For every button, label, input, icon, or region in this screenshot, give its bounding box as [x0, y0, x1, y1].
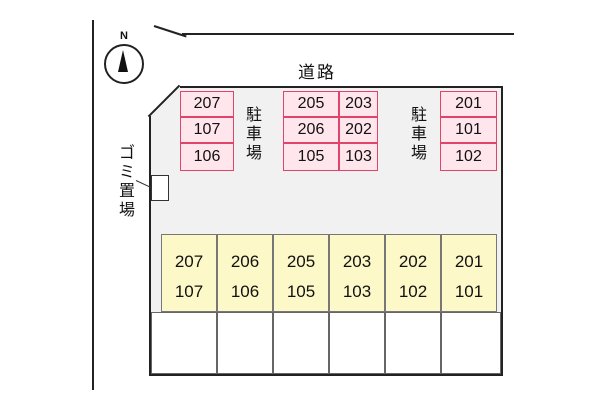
unit-lower-number: 106: [230, 282, 260, 301]
balcony-2: [217, 312, 273, 374]
parking-space-right-1: 201: [440, 91, 497, 117]
parking-space-center-2a: 206: [283, 117, 339, 143]
site-edge-top: [180, 86, 502, 88]
parking-label-right: 駐車場: [410, 107, 427, 162]
unit-column-5: 202 102: [385, 234, 441, 312]
balcony-5: [385, 312, 441, 374]
unit-column-1: 207 107: [161, 234, 217, 312]
unit-column-4: 203 103: [329, 234, 385, 312]
balcony-1: [151, 312, 217, 374]
unit-upper-number: 207: [174, 252, 204, 271]
unit-upper-number: 201: [454, 252, 484, 271]
road-boundary-west: [92, 20, 94, 390]
parking-space-left-1: 207: [180, 91, 234, 117]
unit-upper-number: 203: [342, 252, 372, 271]
parking-label-left: 駐車場: [245, 107, 262, 162]
unit-lower-number: 101: [454, 282, 484, 301]
parking-space-right-3: 102: [440, 143, 497, 171]
site-edge-bottom: [150, 374, 502, 376]
parking-space-center-1a: 205: [283, 91, 339, 117]
unit-column-6: 201 101: [441, 234, 497, 312]
parking-space-center-1b: 203: [339, 91, 378, 117]
road-boundary-corner: [153, 25, 187, 38]
unit-upper-number: 202: [398, 252, 428, 271]
trash-area-label: ゴミ置場: [118, 145, 135, 219]
unit-lower-number: 103: [342, 282, 372, 301]
unit-upper-number: 205: [286, 252, 316, 271]
parking-space-center-3b: 103: [339, 143, 378, 171]
unit-column-3: 205 105: [273, 234, 329, 312]
balcony-6: [441, 312, 501, 374]
balcony-3: [273, 312, 329, 374]
parking-space-left-2: 107: [180, 117, 234, 143]
unit-upper-number: 206: [230, 252, 260, 271]
unit-lower-number: 105: [286, 282, 316, 301]
road-boundary-north: [182, 33, 514, 35]
balcony-4: [329, 312, 385, 374]
parking-space-left-3: 106: [180, 143, 234, 171]
road-label: 道路: [298, 63, 336, 82]
site-edge-left: [149, 116, 151, 376]
unit-lower-number: 107: [174, 282, 204, 301]
compass-north-label: N: [120, 30, 128, 42]
unit-lower-number: 102: [398, 282, 428, 301]
compass-needle-icon: [118, 50, 128, 72]
trash-area: [151, 175, 169, 201]
parking-space-center-2b: 202: [339, 117, 378, 143]
unit-column-2: 206 106: [217, 234, 273, 312]
site-edge-right: [501, 86, 503, 376]
parking-space-center-3a: 105: [283, 143, 339, 171]
parking-space-right-2: 101: [440, 117, 497, 143]
